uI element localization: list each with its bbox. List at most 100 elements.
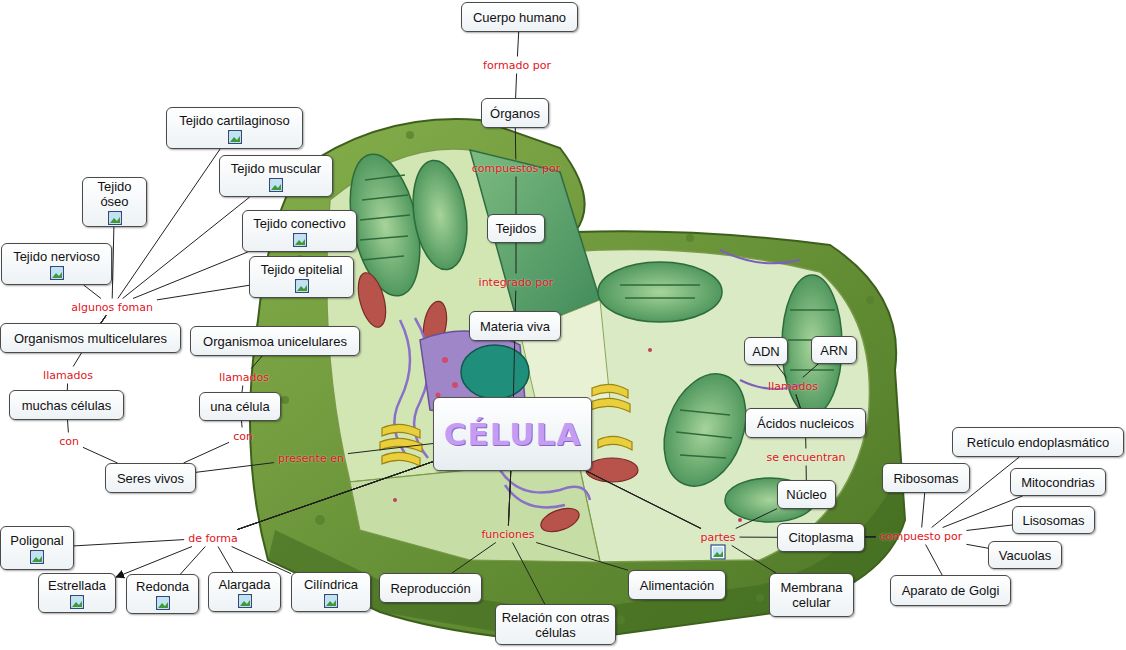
concept-box: Tejido nervioso	[1, 243, 112, 285]
concept-text: Tejido conectivo	[253, 216, 346, 231]
concept-box: Citoplasma	[777, 523, 865, 552]
concept-text: ADN	[752, 344, 779, 359]
image-icon	[240, 600, 250, 606]
cell-wall	[250, 119, 905, 642]
image-icon	[230, 136, 240, 142]
concept-box: Mitocondrias	[1010, 468, 1106, 496]
image-icon	[158, 598, 168, 608]
image-icon	[70, 595, 84, 609]
concept-box: Cilíndrica	[291, 572, 371, 612]
concept-box: Materia viva	[469, 311, 561, 341]
image-icon	[32, 552, 42, 562]
image-icon	[324, 594, 338, 608]
image-icon	[156, 596, 169, 609]
image-icon	[156, 596, 170, 610]
golgi-apparatus	[382, 424, 420, 438]
mitochondria	[353, 270, 391, 330]
image-icon	[158, 602, 168, 608]
image-icon	[295, 279, 308, 292]
concept-box: Tejido muscular	[219, 155, 333, 197]
connector-line	[181, 462, 434, 574]
chloroplast	[676, 410, 732, 458]
image-icon	[31, 550, 44, 563]
concept-box: Retículo endoplasmático	[952, 427, 1124, 457]
concept-box: Aparato de Golgi	[890, 575, 1011, 606]
cytoplasm	[350, 400, 600, 562]
image-icon	[271, 184, 281, 190]
image-icon	[270, 178, 283, 191]
wall-spots	[315, 515, 325, 525]
image-icon	[72, 597, 82, 607]
image-icon	[228, 130, 241, 143]
image-icon	[50, 266, 63, 279]
endoplasmic-reticulum	[505, 485, 565, 508]
concept-text: Alargada	[218, 577, 270, 592]
concept-text: Cilíndrica	[304, 577, 358, 592]
image-icon	[32, 556, 42, 562]
concept-box: Organismoa unicelulares	[190, 326, 360, 356]
concept-box: ADN	[744, 337, 788, 365]
connector-line	[865, 457, 1019, 537]
connector-line	[452, 471, 511, 573]
image-icon	[325, 594, 338, 607]
nucleus	[461, 345, 529, 399]
concept-box: Alimentación	[628, 570, 726, 600]
ribosomes	[393, 498, 397, 502]
linking-phrase: algunos foman	[69, 301, 155, 314]
wall-spots	[756, 594, 764, 602]
concept-box: Tejido epitelial	[249, 256, 354, 298]
image-icon	[30, 550, 44, 564]
image-icon	[713, 547, 723, 557]
ribosomes	[393, 348, 742, 522]
concept-box: Tejido cartilaginoso	[166, 107, 303, 149]
concept-box: Organismos multicelulares	[0, 323, 181, 353]
concept-text: Lisosomas	[1022, 513, 1084, 528]
ribosomes	[738, 518, 742, 522]
image-icon	[72, 601, 82, 607]
linking-phrase: partes	[698, 531, 737, 544]
linking-phrase: compuesto por	[878, 530, 965, 543]
concept-text: ARN	[820, 343, 847, 358]
concept-text: Ácidos nucleicos	[757, 416, 854, 431]
concept-text: Relación con otras células	[500, 610, 611, 640]
concept-text: Tejido epitelial	[261, 262, 343, 277]
linking-phrase: se encuentran	[764, 451, 847, 464]
mitochondria	[353, 270, 638, 536]
concept-text: CÉLULA	[444, 416, 582, 452]
concept-box: Tejido óseo	[82, 177, 147, 227]
linking-phrase: con	[231, 430, 255, 443]
linking-phrase: presente en	[276, 452, 346, 465]
chloroplast	[407, 157, 474, 273]
image-icon	[52, 272, 62, 278]
image-icon	[110, 217, 120, 223]
linking-phrase: de forma	[186, 532, 240, 545]
concept-box: Vacuolas	[988, 541, 1062, 569]
vacuole	[470, 150, 600, 332]
linking-phrase: funciones	[479, 528, 536, 541]
golgi-apparatus	[592, 384, 628, 398]
central-concept: CÉLULA	[433, 397, 592, 471]
image-icon	[228, 130, 242, 144]
wall-spots	[615, 615, 625, 625]
concept-box: Reproducción	[379, 573, 482, 603]
nucleus	[452, 382, 458, 388]
concept-text: Tejido muscular	[231, 161, 321, 176]
ribosomes	[648, 348, 652, 352]
connector-line	[232, 462, 433, 574]
concept-text: Retículo endoplasmático	[967, 435, 1109, 450]
connector-line	[586, 471, 777, 537]
wall-spots	[686, 234, 694, 242]
concept-box: Órganos	[481, 98, 549, 128]
image-icon	[110, 213, 120, 223]
image-icon	[108, 211, 122, 225]
concept-text: Vacuolas	[999, 548, 1052, 563]
concept-box: Tejidos	[487, 214, 545, 243]
concept-text: Seres vivos	[117, 471, 184, 486]
connector-line	[196, 444, 433, 473]
concept-box: Lisosomas	[1012, 506, 1095, 534]
linking-phrase: formado por	[481, 59, 553, 72]
image-icon	[50, 266, 64, 280]
image-icon	[297, 281, 307, 291]
concept-box: Alargada	[208, 572, 281, 612]
concept-box: Estrellada	[38, 573, 116, 613]
